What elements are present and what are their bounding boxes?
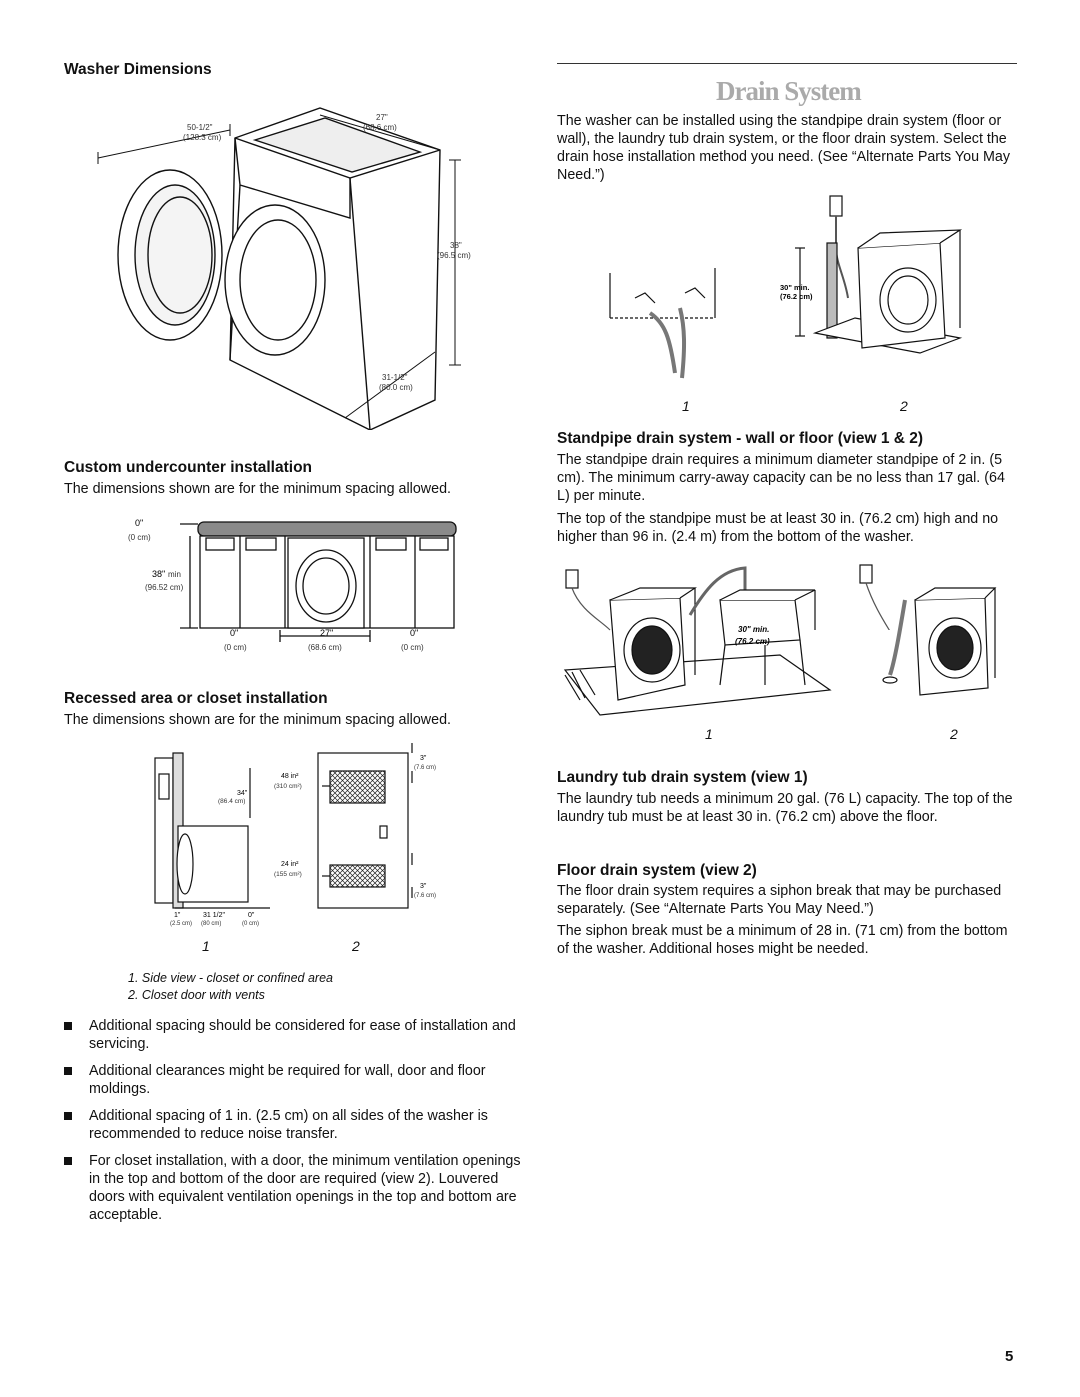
gap-bottom-in: 3"	[420, 883, 427, 890]
uc-top-cm: (0 cm)	[128, 533, 151, 542]
bullet-square-icon	[64, 1022, 72, 1030]
laundry-tub-label-cm: (76.2 cm)	[735, 637, 770, 646]
recessed-text: The dimensions shown are for the minimum…	[64, 712, 451, 728]
spacing-notes-list: Additional spacing should be considered …	[62, 1017, 522, 1233]
laundry-tub-floor-drain-illustration: 30" min. (76.2 cm)	[563, 564, 997, 716]
closet-bot3-in: 0"	[248, 912, 255, 919]
uc-top-in: 0"	[135, 518, 143, 528]
uc-right-in: 0"	[410, 628, 418, 638]
closet-bot3-cm: (0 cm)	[242, 921, 259, 927]
dim-door-cm: (128.3 cm)	[183, 133, 222, 142]
list-item: Additional clearances might be required …	[62, 1062, 522, 1098]
uc-min-in: 38"	[152, 569, 165, 579]
floor-drain-heading: Floor drain system (view 2)	[557, 862, 757, 879]
uc-right-cm: (0 cm)	[401, 643, 424, 652]
bullet-square-icon	[64, 1157, 72, 1165]
dim-width-cm: (68.6 cm)	[363, 123, 397, 132]
laundry-tub-label-in: 30" min.	[738, 625, 769, 634]
floor-drain-text-2: The siphon break must be a minimum of 28…	[557, 923, 1008, 957]
list-item: Additional spacing should be considered …	[62, 1017, 522, 1053]
gap-top-in: 3"	[420, 755, 427, 762]
standpipe-text-1: The standpipe drain requires a minimum d…	[557, 452, 1005, 504]
dim-depth-in: 31-1/2"	[382, 373, 408, 382]
closet-fig-num-1: 1	[202, 938, 210, 954]
dim-width-in: 27"	[376, 113, 388, 122]
recessed-heading: Recessed area or closet installation	[64, 690, 328, 707]
uc-left-cm: (0 cm)	[224, 643, 247, 652]
standpipe-illustration: 30" min. (76.2 cm)	[609, 195, 963, 379]
undercounter-illustration: 0" (0 cm) 38" min (96.52 cm) 0" (0 cm) 2…	[128, 518, 457, 652]
washer-dimensions-illustration: 50-1/2" (128.3 cm) 27" (68.6 cm) 38" (96…	[97, 107, 471, 430]
standpipe-fig-num-2: 2	[900, 398, 908, 414]
vent-bottom-area: 24 in²	[281, 861, 299, 868]
dim-height-in: 38"	[450, 241, 462, 250]
closet-side-cm: (86.4 cm)	[218, 798, 245, 805]
washer-dimensions-heading: Washer Dimensions	[64, 61, 212, 78]
uc-min-cm: (96.52 cm)	[145, 583, 184, 592]
laundry-tub-heading: Laundry tub drain system (view 1)	[557, 769, 808, 786]
bullet-square-icon	[64, 1112, 72, 1120]
dim-depth-cm: (80.0 cm)	[379, 383, 413, 392]
closet-bot2-cm: (80 cm)	[201, 921, 221, 927]
figure-caption-1: 1. Side view - closet or confined area	[128, 971, 333, 985]
closet-bot1-in: 1"	[174, 912, 181, 919]
closet-side-in: 34"	[237, 790, 248, 797]
dim-height-cm: (96.5 cm)	[437, 251, 471, 260]
uc-left-in: 0"	[230, 628, 238, 638]
standpipe-text-2: The top of the standpipe must be at leas…	[557, 511, 999, 545]
closet-fig-num-2: 2	[352, 938, 360, 954]
vent-top-area-cm: (310 cm²)	[274, 783, 302, 790]
uc-mid-in: 27"	[320, 628, 333, 638]
tub-fig-num-2: 2	[950, 726, 958, 742]
page-number: 5	[1005, 1348, 1014, 1365]
standpipe-label-in: 30" min.	[780, 283, 809, 292]
undercounter-text: The dimensions shown are for the minimum…	[64, 481, 451, 497]
title-rule	[557, 63, 1017, 64]
figure-caption-2: 2. Closet door with vents	[128, 988, 265, 1002]
dim-door-in: 50-1/2"	[187, 123, 213, 132]
uc-min-word: min	[168, 570, 181, 579]
gap-bottom-cm: (7.6 cm)	[414, 893, 436, 899]
undercounter-heading: Custom undercounter installation	[64, 459, 313, 476]
list-item: For closet installation, with a door, th…	[62, 1152, 522, 1224]
list-item: Additional spacing of 1 in. (2.5 cm) on …	[62, 1107, 522, 1143]
standpipe-label-cm: (76.2 cm)	[780, 292, 813, 301]
closet-bot1-cm: (2.5 cm)	[170, 921, 192, 927]
drain-intro: The washer can be installed using the st…	[557, 113, 1011, 183]
closet-illustration: 34" (86.4 cm) 1" (2.5 cm) 31 1/2" (80 cm…	[154, 743, 436, 927]
standpipe-heading: Standpipe drain system - wall or floor (…	[557, 430, 924, 447]
uc-mid-cm: (68.6 cm)	[308, 643, 342, 652]
vent-bottom-area-cm: (155 cm²)	[274, 871, 302, 878]
tub-fig-num-1: 1	[705, 726, 713, 742]
page-title: Drain System	[716, 76, 862, 106]
standpipe-fig-num-1: 1	[682, 398, 690, 414]
floor-drain-text-1: The floor drain system requires a siphon…	[557, 883, 1002, 917]
gap-top-cm: (7.6 cm)	[414, 765, 436, 771]
closet-bot2-in: 31 1/2"	[203, 912, 225, 919]
vent-top-area: 48 in²	[281, 773, 299, 780]
bullet-square-icon	[64, 1067, 72, 1075]
laundry-tub-text: The laundry tub needs a minimum 20 gal. …	[557, 791, 1013, 825]
